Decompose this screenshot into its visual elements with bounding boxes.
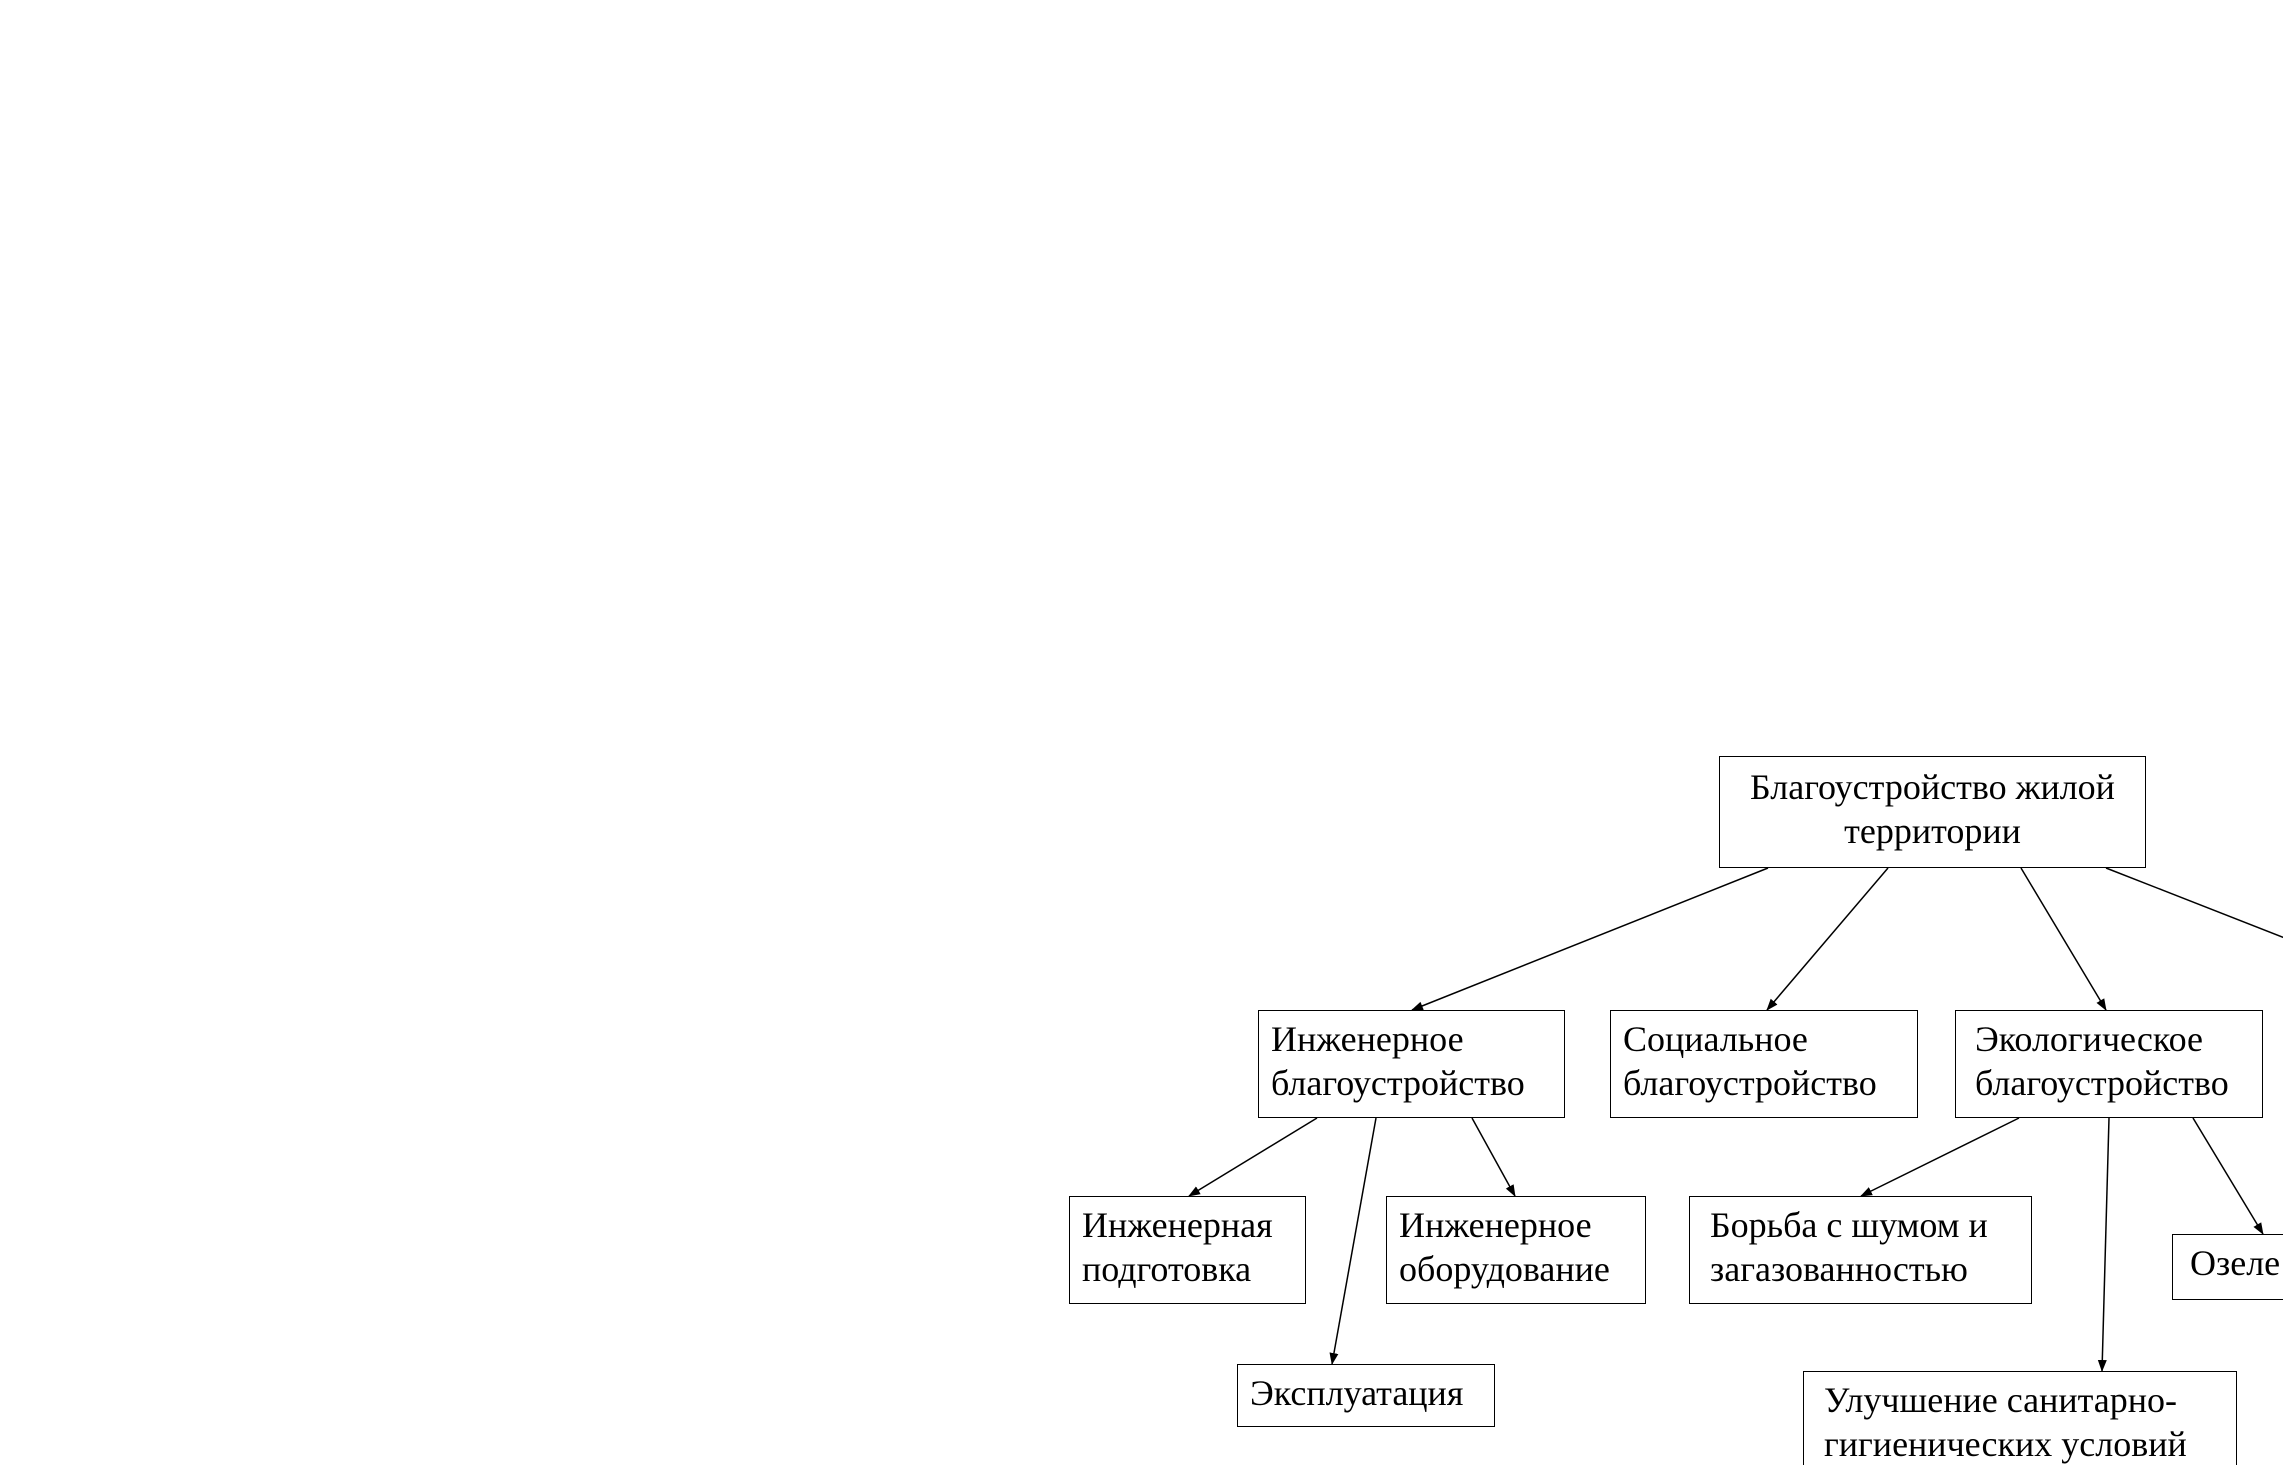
node-noise-line2: загазованностью <box>1710 1249 1968 1289</box>
edge-engineering-to-preparation <box>1188 1117 1318 1197</box>
node-root: Благоустройство жилой территории <box>1719 756 2146 868</box>
node-social-line1: Социальное <box>1623 1019 1808 1059</box>
node-engineering-preparation: Инженерная подготовка <box>1069 1196 1306 1304</box>
node-social-improvement: Социальное благоустройство <box>1610 1010 1918 1118</box>
node-engineering-line1: Инженерное <box>1271 1019 1464 1059</box>
node-sanitary-line1: Улучшение санитарно- <box>1824 1380 2178 1420</box>
node-engineering-improvement: Инженерное благоустройство <box>1258 1010 1565 1118</box>
node-ecological-line1: Экологическое <box>1975 1019 2203 1059</box>
node-greening: Озеле <box>2172 1234 2283 1300</box>
node-equipment-line2: оборудование <box>1399 1249 1610 1289</box>
node-preparation-line1: Инженерная <box>1082 1205 1273 1245</box>
edge-ecology-to-sanitary <box>2097 1117 2110 1372</box>
edge-engineering-to-equipment <box>1471 1117 1516 1197</box>
node-exploitation: Эксплуатация <box>1237 1364 1495 1427</box>
node-preparation-line2: подготовка <box>1082 1249 1252 1289</box>
node-exploitation-line1: Эксплуатация <box>1250 1373 1464 1413</box>
node-root-line1: Благоустройство жилой <box>1750 767 2115 807</box>
node-sanitary-line2: гигиенических условий <box>1824 1424 2187 1464</box>
node-engineering-line2: благоустройство <box>1271 1063 1525 1103</box>
node-noise-line1: Борьба с шумом и <box>1710 1205 1988 1245</box>
node-greening-line1: Озеле <box>2190 1243 2281 1283</box>
edge-root-to-ecology <box>2020 867 2107 1011</box>
node-root-line2: территории <box>1844 811 2021 851</box>
edge-root-to-social <box>1766 867 1889 1011</box>
edge-root-to-engineering <box>1411 867 1769 1011</box>
node-social-line2: благоустройство <box>1623 1063 1877 1103</box>
edge-ecology-to-noise <box>1860 1117 2020 1197</box>
node-noise-gas-control: Борьба с шумом и загазованностью <box>1689 1196 2032 1304</box>
edge-engineering-to-exploitation <box>1329 1117 1377 1365</box>
node-ecological-improvement: Экологическое благоустройство <box>1955 1010 2263 1118</box>
edge-ecology-to-greening <box>2192 1117 2264 1235</box>
node-equipment-line1: Инженерное <box>1399 1205 1592 1245</box>
node-sanitary-conditions: Улучшение санитарно- гигиенических услов… <box>1803 1371 2237 1465</box>
node-engineering-equipment: Инженерное оборудование <box>1386 1196 1646 1304</box>
node-ecological-line2: благоустройство <box>1975 1063 2229 1103</box>
edge-root-to-offscreen <box>2105 867 2283 939</box>
